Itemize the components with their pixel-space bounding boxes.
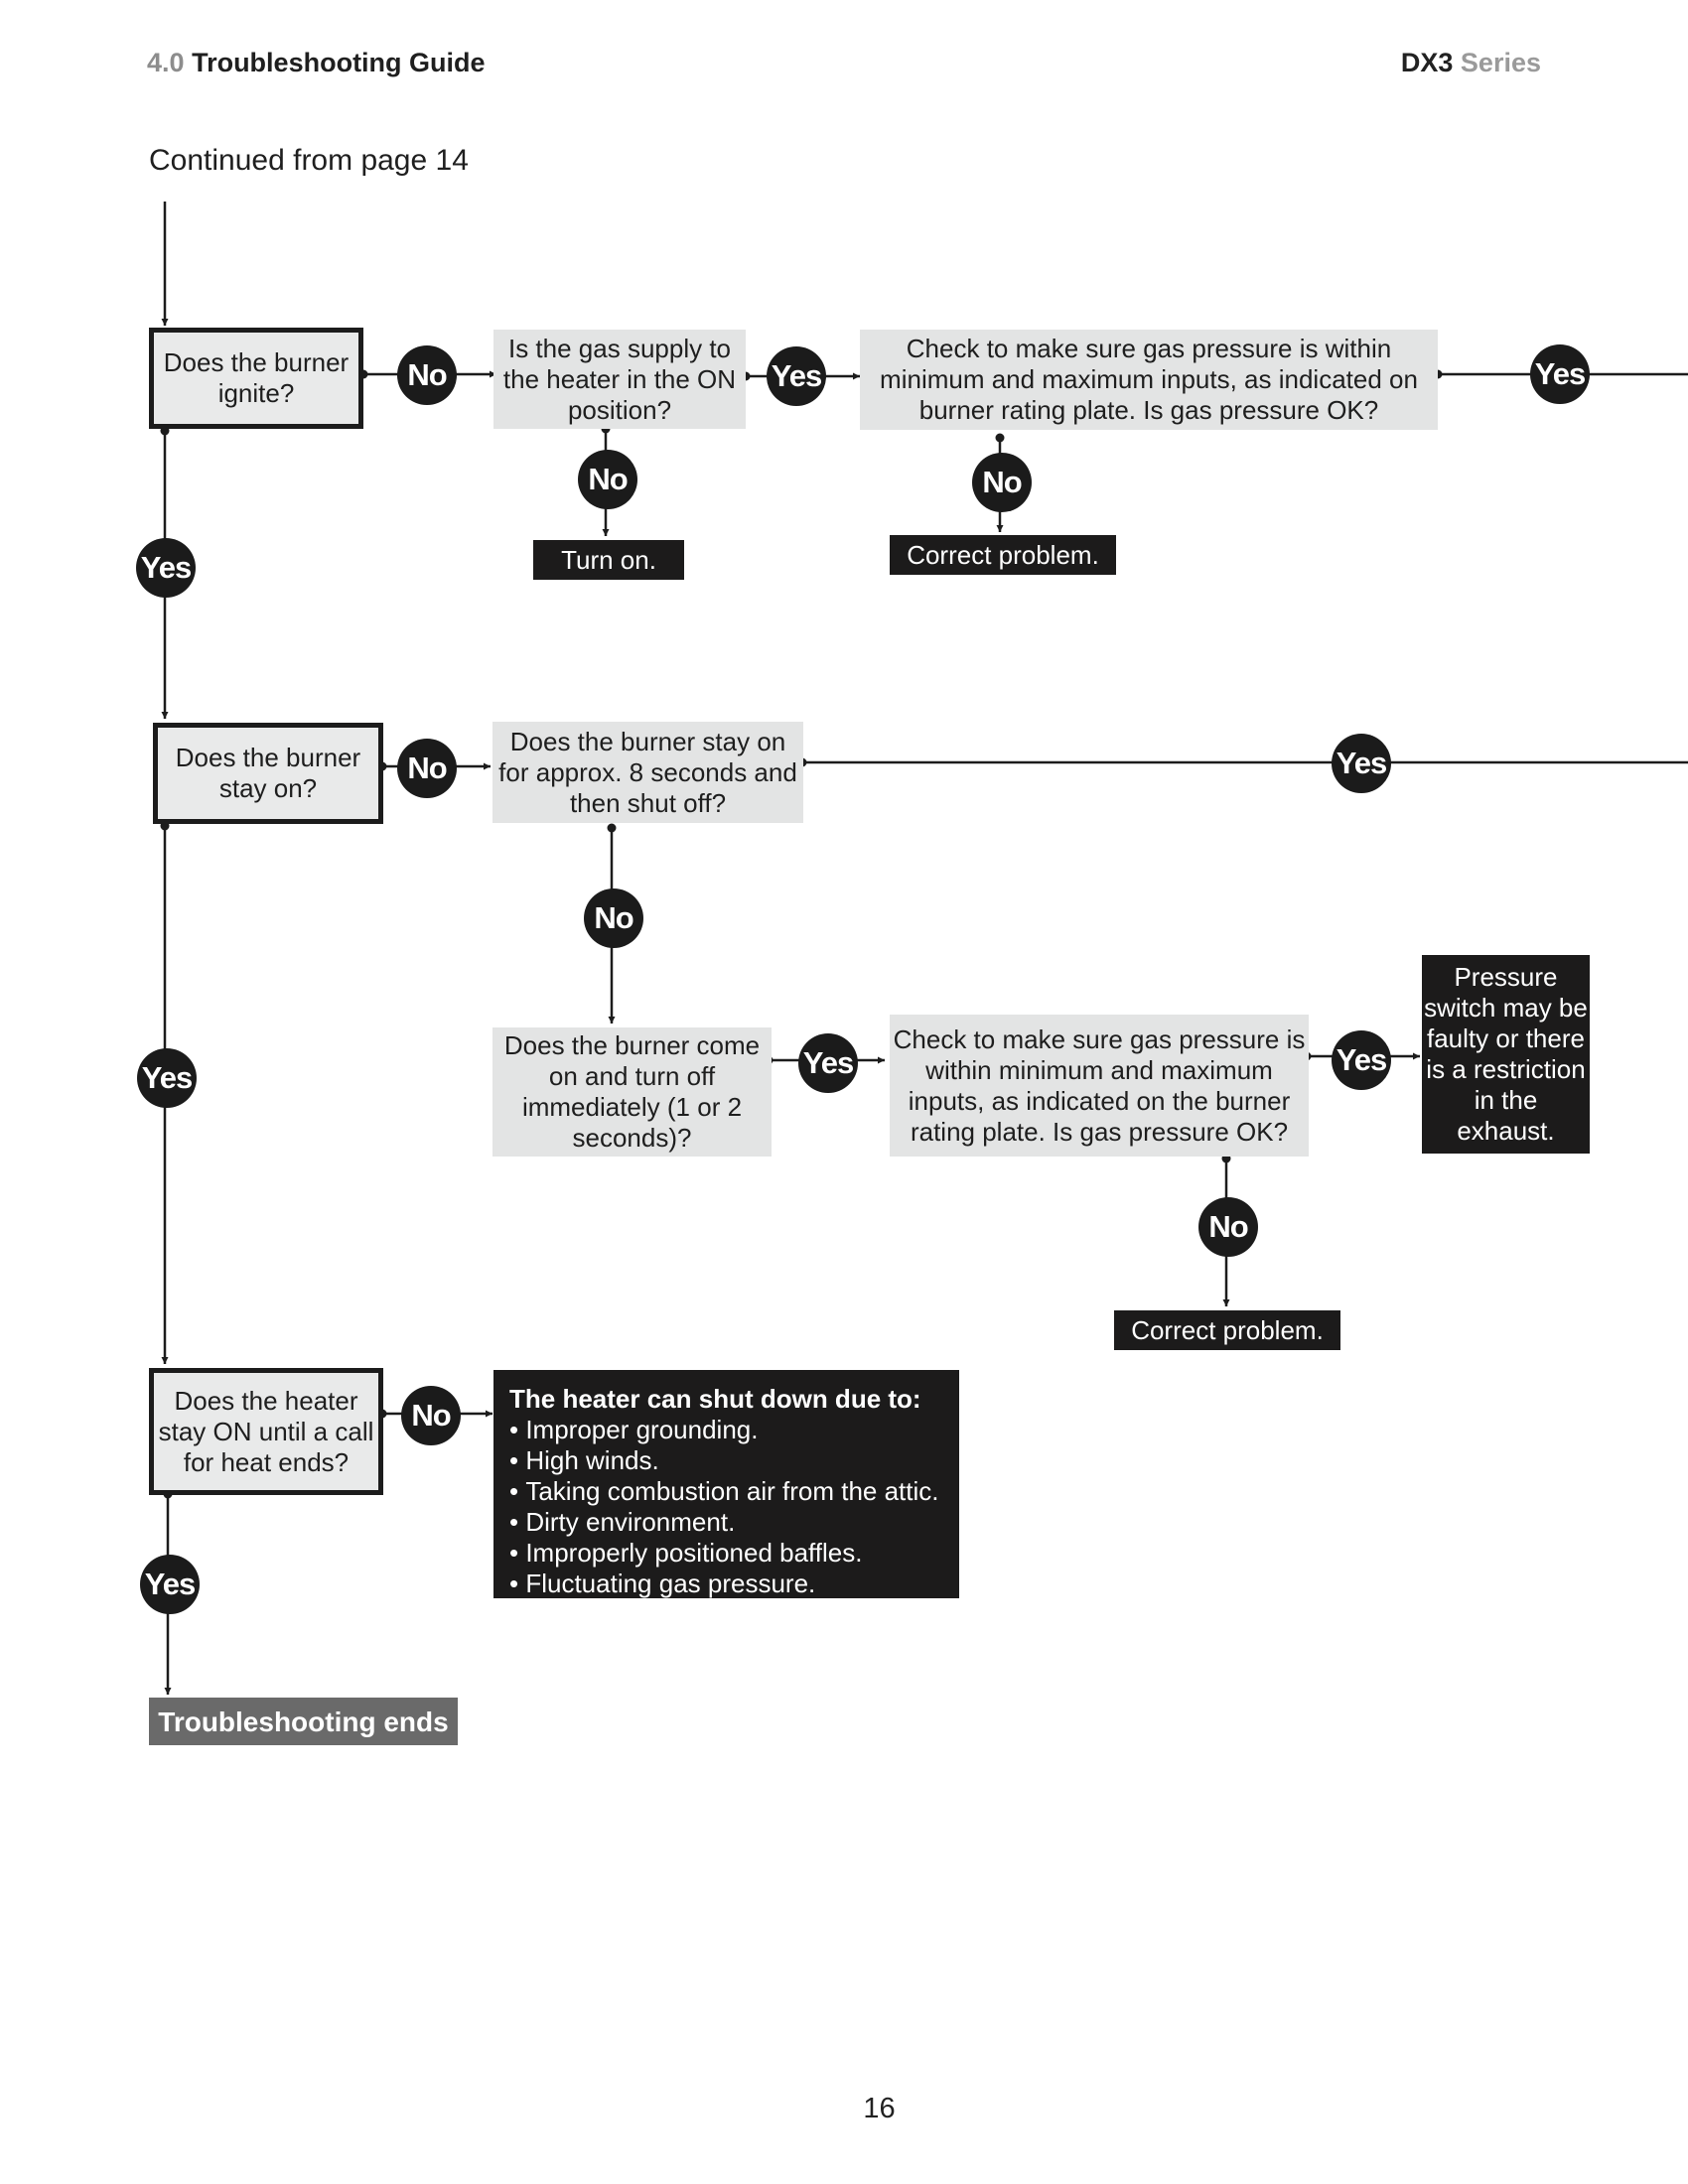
no-badge-stay-on: No <box>397 739 457 798</box>
page-number: 16 <box>863 2093 896 2124</box>
shutdown-reason: Improper grounding. <box>509 1415 939 1445</box>
node-gas-supply-on: Is the gas supply to the heater in the O… <box>493 330 746 429</box>
shutdown-reasons-list: Improper grounding. High winds. Taking c… <box>509 1415 939 1599</box>
shutdown-reason: Dirty environment. <box>509 1507 939 1538</box>
yes-badge-heater-stay-on: Yes <box>140 1555 200 1614</box>
node-gas-pressure-check-2: Check to make sure gas pressure is withi… <box>890 1015 1309 1157</box>
no-badge-gas-supply: No <box>578 450 637 509</box>
yes-badge-stay-on: Yes <box>137 1048 197 1108</box>
shutdown-reasons-title: The heater can shut down due to: <box>509 1384 921 1414</box>
node-heater-stay-on: Does the heater stay ON until a call for… <box>149 1368 383 1495</box>
node-burner-ignite: Does the burner ignite? <box>149 328 363 429</box>
section-header: 4.0 Troubleshooting Guide <box>147 48 486 78</box>
no-badge-8-seconds: No <box>584 888 643 948</box>
yes-badge-gas-supply: Yes <box>767 346 826 406</box>
yes-badge-pressure-2: Yes <box>1332 1030 1391 1090</box>
node-on-off-immediately: Does the burner come on and turn off imm… <box>492 1027 772 1157</box>
section-title: Troubleshooting Guide <box>192 48 486 77</box>
no-badge-ignite: No <box>397 345 457 405</box>
yes-badge-immediate: Yes <box>798 1033 858 1093</box>
series-header: DX3 Series <box>1401 48 1541 78</box>
no-badge-heater-stay-on: No <box>401 1386 461 1445</box>
node-turn-on: Turn on. <box>533 540 684 580</box>
no-badge-pressure-2: No <box>1198 1197 1258 1257</box>
yes-badge-ignite: Yes <box>136 538 196 598</box>
continued-note: Continued from page 14 <box>149 144 469 177</box>
model-name: DX3 <box>1400 48 1454 77</box>
shutdown-reason: Taking combustion air from the attic. <box>509 1476 938 1507</box>
no-badge-pressure-1: No <box>972 453 1032 512</box>
shutdown-reason: Fluctuating gas pressure. <box>509 1569 939 1599</box>
node-troubleshooting-ends: Troubleshooting ends <box>149 1698 458 1745</box>
shutdown-reason: High winds. <box>509 1445 939 1476</box>
node-correct-problem-2: Correct problem. <box>1114 1310 1340 1350</box>
node-correct-problem-1: Correct problem. <box>890 535 1116 575</box>
node-gas-pressure-check-1: Check to make sure gas pressure is withi… <box>860 330 1438 430</box>
node-burner-stay-on: Does the burner stay on? <box>153 723 383 824</box>
yes-badge-pressure-1: Yes <box>1530 344 1590 404</box>
node-shutdown-reasons: The heater can shut down due to: Imprope… <box>493 1370 959 1598</box>
node-stay-on-8-seconds: Does the burner stay on for approx. 8 se… <box>492 722 803 823</box>
yes-badge-8-seconds: Yes <box>1332 734 1391 793</box>
node-pressure-switch: Pressure switch may be faulty or there i… <box>1422 955 1590 1154</box>
section-number: 4.0 <box>147 48 185 77</box>
series-label: Series <box>1460 48 1541 77</box>
shutdown-reason: Improperly positioned baffles. <box>509 1538 939 1569</box>
